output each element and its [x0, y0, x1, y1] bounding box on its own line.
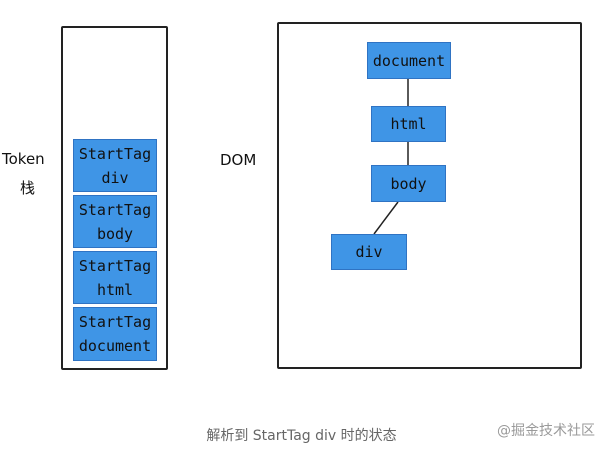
dom-node-document-label: document — [372, 51, 446, 70]
stack-item-html: StartTag html — [73, 251, 157, 304]
stack-label: 栈 — [20, 179, 36, 197]
watermark: @掘金技术社区 — [497, 423, 595, 439]
dom-node-div-label: div — [355, 243, 383, 261]
dom-label: DOM — [220, 151, 257, 169]
token-label: Token — [2, 150, 45, 168]
dom-node-div: div — [331, 234, 407, 270]
stack-item-div-line1: StartTag — [78, 144, 152, 163]
stack-item-document: StartTag document — [73, 307, 157, 361]
stack-item-div-line2: div — [101, 168, 129, 187]
stack-item-body-line2: body — [96, 224, 134, 243]
dom-node-body: body — [371, 165, 446, 202]
stack-item-document-line2: document — [78, 337, 152, 355]
diagram-caption: 解析到 StartTag div 时的状态 — [206, 428, 397, 444]
stack-item-body: StartTag body — [73, 195, 157, 248]
stack-item-html-line2: html — [96, 280, 134, 299]
stack-item-html-line1: StartTag — [78, 256, 152, 275]
stack-item-div: StartTag div — [73, 139, 157, 192]
dom-node-html: html — [371, 106, 446, 142]
stack-item-body-line1: StartTag — [78, 200, 152, 219]
dom-node-document: document — [367, 42, 451, 79]
dom-node-body-label: body — [390, 174, 427, 193]
dom-node-html-label: html — [390, 115, 427, 133]
stack-item-document-line1: StartTag — [78, 313, 152, 331]
